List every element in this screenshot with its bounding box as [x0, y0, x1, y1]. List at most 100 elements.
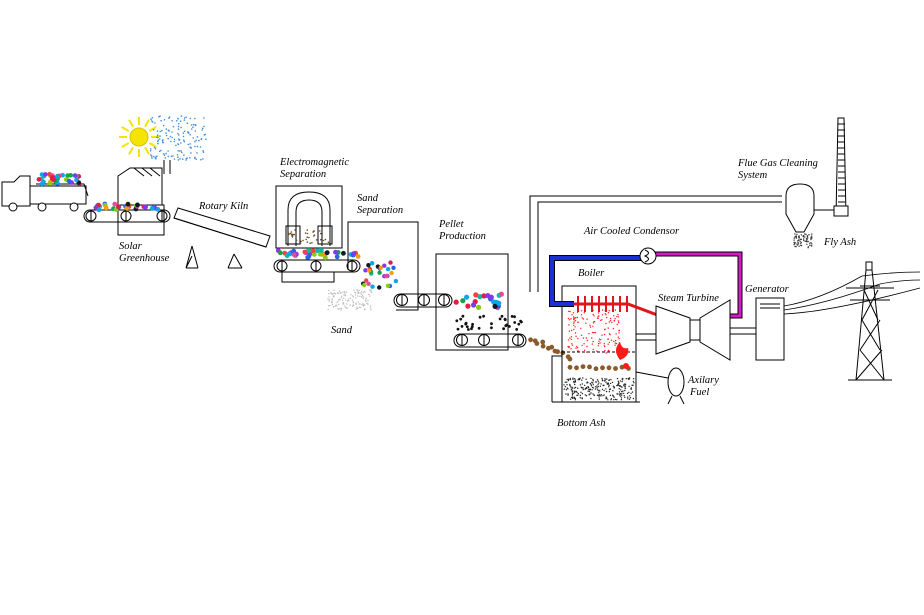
vapor-droplet: [177, 159, 180, 161]
ash-grain: [596, 389, 599, 391]
chimney: [833, 117, 849, 217]
flue-particle: [597, 315, 599, 318]
sand-grain: [331, 303, 333, 306]
waste-piece: [74, 177, 79, 183]
fly-ash-grain: [810, 237, 812, 240]
sand-grain: [362, 297, 364, 300]
pellet: [500, 314, 504, 318]
fly-ash-grain: [798, 245, 800, 247]
pellet: [470, 325, 474, 328]
ash-grain: [564, 386, 567, 388]
waste-piece: [291, 252, 297, 258]
vapor-droplet: [167, 155, 170, 158]
flue-particle: [570, 318, 572, 320]
ash-grain: [630, 392, 632, 395]
vapor-droplet: [153, 146, 156, 149]
sand-grain: [355, 302, 357, 304]
vapor-droplet: [198, 139, 200, 142]
ash-grain: [584, 388, 586, 390]
sand-grain: [358, 289, 360, 291]
sand-grain: [357, 301, 359, 303]
ash-grain: [569, 378, 571, 381]
flue-particle: [609, 320, 612, 322]
fly-ash-grain: [802, 236, 805, 238]
sand-grain: [330, 291, 332, 294]
label-rotary-kiln: Rotary Kiln: [199, 201, 249, 212]
sun-ray: [144, 119, 150, 128]
vapor-droplet: [165, 132, 167, 134]
ash-grain: [612, 390, 614, 392]
sand-grain: [362, 303, 364, 305]
flue-particle: [618, 338, 620, 340]
waste-piece: [124, 205, 130, 211]
vapor-droplet: [196, 136, 199, 138]
magnetic-particles: [287, 229, 330, 245]
ash-grain: [590, 383, 592, 385]
ash-grain: [582, 387, 584, 389]
ash-grain: [609, 382, 612, 385]
waste-piece: [305, 255, 311, 260]
pellet: [555, 349, 560, 355]
vapor-droplet: [189, 134, 191, 136]
waste-piece: [314, 248, 320, 254]
sand-grain: [354, 294, 357, 296]
label-sand: Sand: [331, 325, 352, 336]
metal-particle: [293, 233, 296, 236]
ash-grain: [621, 392, 623, 395]
flue-particle: [573, 319, 575, 321]
ash-grain: [574, 383, 576, 386]
sand-grain: [344, 291, 346, 293]
pellet: [465, 325, 469, 329]
vapor-droplet: [160, 149, 162, 152]
flue-particle: [583, 312, 585, 314]
vapor-droplet: [195, 139, 197, 142]
flue-particle: [601, 319, 603, 321]
flue-particle: [580, 310, 583, 312]
flue-particle: [617, 320, 620, 322]
ash-grain: [624, 396, 626, 399]
flue-particle: [569, 310, 571, 313]
sand-grain: [328, 299, 330, 301]
vapor-droplet: [171, 131, 173, 133]
waste-piece: [43, 172, 48, 177]
ash-grain: [565, 393, 567, 395]
sand-grain: [348, 300, 350, 302]
boiler-flue-particles: [567, 309, 621, 354]
vapor-droplet: [192, 137, 194, 139]
fly-ash-grain: [804, 233, 806, 235]
metal-particle: [322, 243, 325, 245]
metal-particle: [300, 240, 302, 243]
pellet: [567, 356, 573, 362]
waste-piece: [103, 205, 109, 211]
waste-piece: [465, 303, 471, 309]
vapor-droplet: [183, 117, 186, 119]
pellet: [520, 320, 523, 324]
vapor-droplet: [161, 139, 164, 142]
vapor-droplet: [190, 124, 193, 126]
sand-grain: [360, 293, 363, 295]
pellet-production-unit: [435, 253, 527, 351]
ash-grain: [576, 391, 578, 394]
ash-grain: [590, 397, 592, 400]
ash-grain: [628, 378, 630, 380]
pellet: [549, 344, 555, 350]
flue-particle: [582, 318, 585, 320]
ash-grain: [602, 384, 604, 387]
vapor-droplet: [177, 125, 180, 128]
vapor-droplet: [173, 138, 176, 141]
waste-piece: [364, 278, 369, 283]
vapor-droplet: [205, 138, 207, 140]
ash-grain: [577, 392, 580, 395]
waste-piece: [366, 263, 371, 268]
vapor-droplet: [164, 157, 167, 159]
vapor-droplet: [173, 140, 176, 143]
ash-grain: [573, 381, 575, 384]
ash-grain: [621, 378, 623, 380]
sand-grain: [333, 295, 335, 297]
ash-grain: [608, 379, 611, 381]
flue-particle: [577, 347, 579, 349]
sand-grain: [351, 299, 354, 301]
fly-ash-grain: [797, 243, 800, 245]
flue-particle: [580, 327, 582, 330]
fly-ash-grain: [798, 239, 800, 241]
